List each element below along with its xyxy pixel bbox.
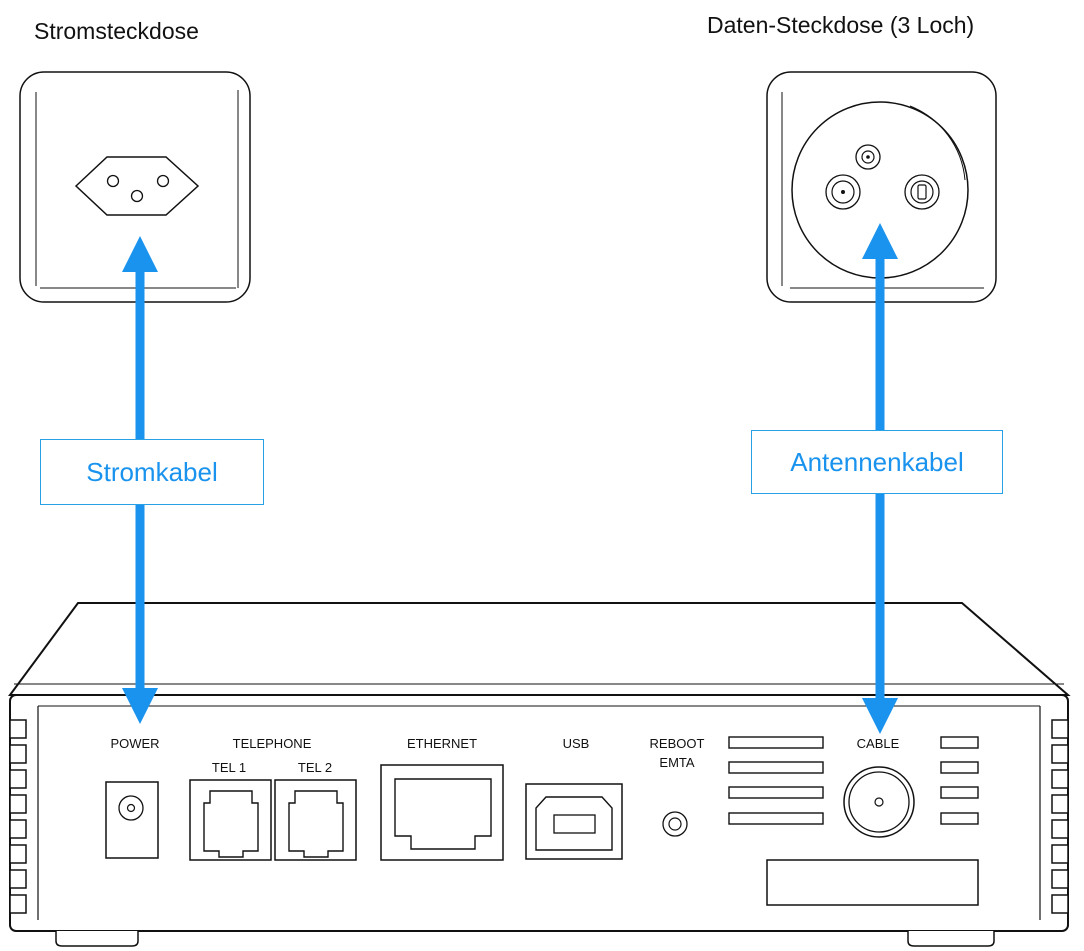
vent-slots-right bbox=[940, 736, 979, 825]
cable-port-label: CABLE bbox=[857, 736, 900, 751]
ethernet-port-label: ETHERNET bbox=[407, 736, 477, 751]
label-plate bbox=[766, 859, 979, 906]
power-outlet-title: Stromsteckdose bbox=[34, 18, 199, 44]
reboot-button bbox=[662, 811, 688, 837]
cable-connector bbox=[843, 766, 915, 838]
tel1-jack bbox=[189, 779, 272, 861]
socket-hole-earth-icon bbox=[130, 189, 144, 203]
socket-hole-right-icon bbox=[156, 174, 170, 188]
right-vent-icon bbox=[1051, 719, 1069, 914]
tel2-port-label: TEL 2 bbox=[298, 760, 332, 775]
tel2-jack bbox=[274, 779, 357, 861]
reboot-label-line1: REBOOT bbox=[650, 736, 705, 751]
usb-jack bbox=[525, 783, 623, 860]
power-port-label: POWER bbox=[110, 736, 159, 751]
modem-device: POWER TELEPHONE TEL 1 TEL 2 ETHERNET USB… bbox=[8, 602, 1071, 947]
usb-port-label: USB bbox=[563, 736, 590, 751]
ethernet-jack bbox=[380, 764, 504, 861]
socket-face-icon bbox=[74, 156, 200, 216]
left-vent-icon bbox=[9, 719, 27, 914]
data-outlet-title: Daten-Steckdose (3 Loch) bbox=[707, 12, 975, 38]
power-jack bbox=[105, 781, 159, 859]
telephone-port-label: TELEPHONE bbox=[233, 736, 312, 751]
reboot-label-line2: EMTA bbox=[659, 755, 694, 770]
vent-slots-left bbox=[728, 736, 824, 825]
power-cable-label: Stromkabel bbox=[40, 439, 264, 505]
socket-hole-left-icon bbox=[106, 174, 120, 188]
power-outlet bbox=[19, 71, 251, 303]
tel1-port-label: TEL 1 bbox=[212, 760, 246, 775]
data-outlet bbox=[766, 71, 997, 303]
antenna-cable-label: Antennenkabel bbox=[751, 430, 1003, 494]
